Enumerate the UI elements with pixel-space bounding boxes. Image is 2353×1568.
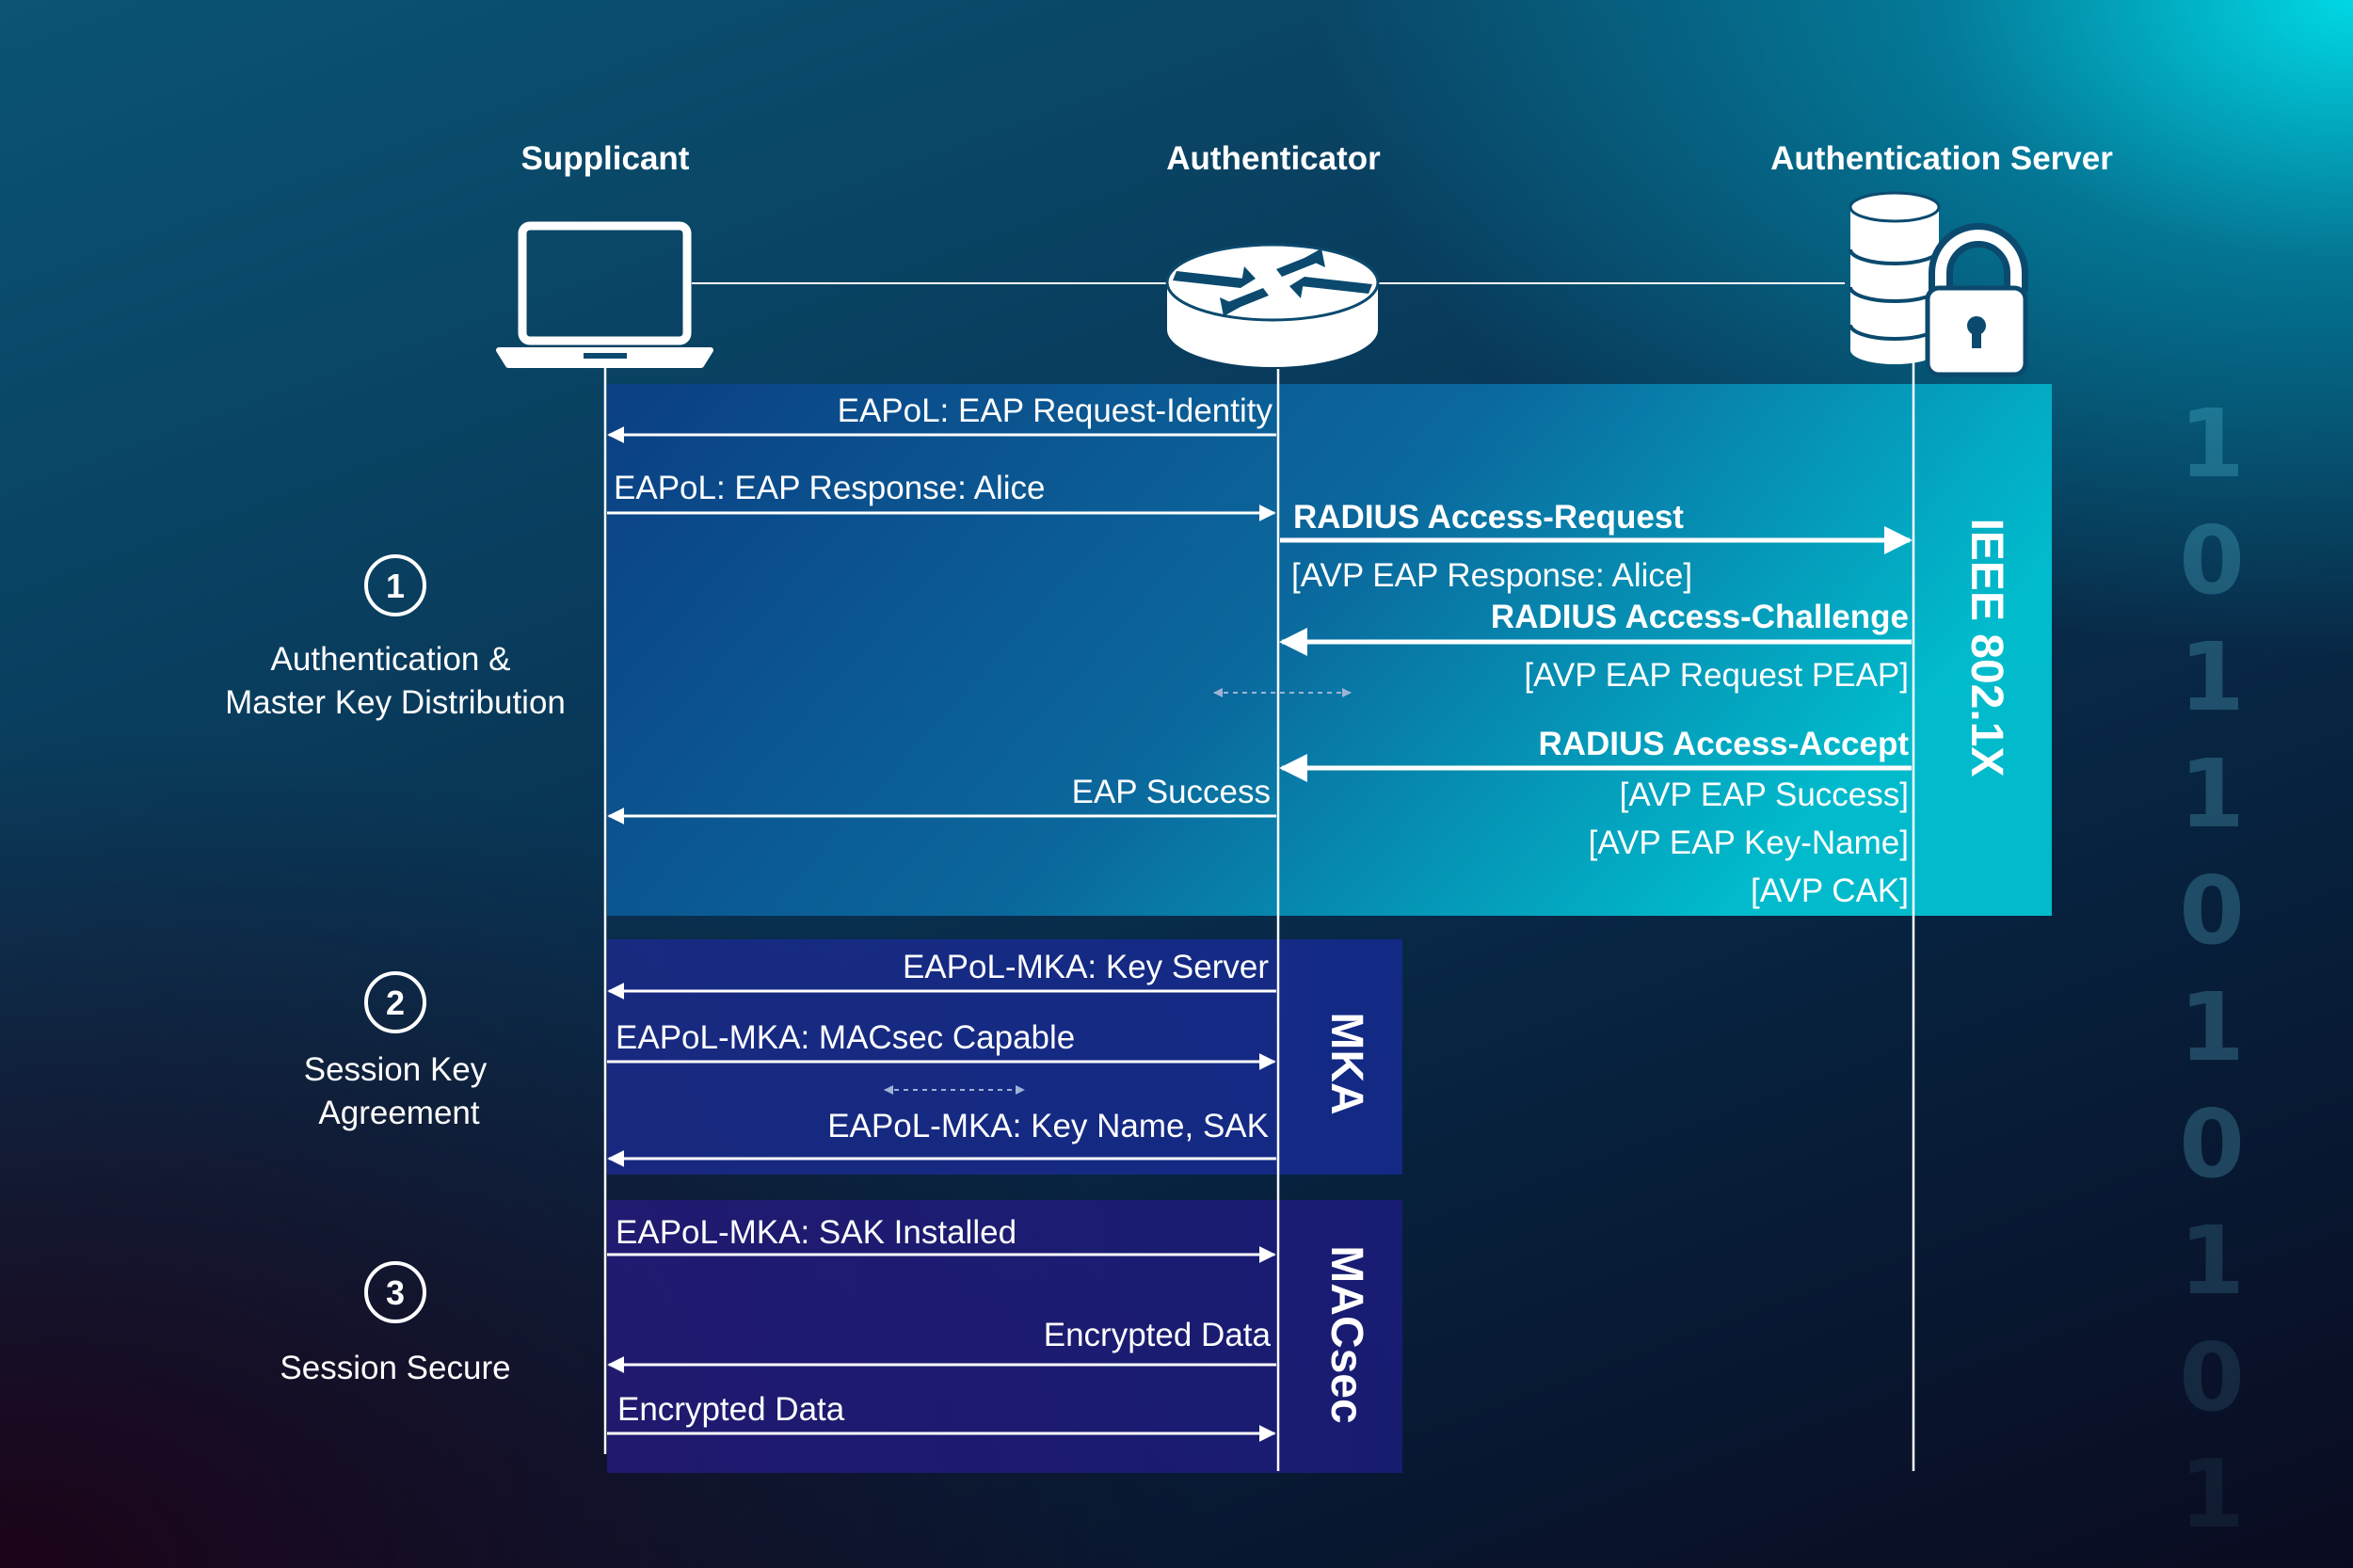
message-label: [AVP EAP Request PEAP] [1524,657,1909,694]
watermark-digit: 1 [2179,739,2245,849]
phase-number: 1 [386,567,405,605]
phase-number: 3 [386,1273,405,1312]
message-label: [AVP EAP Key-Name] [1589,824,1909,861]
watermark-digit: 1 [2179,1206,2245,1316]
watermark-digit: 1 [2179,1439,2245,1549]
phase-1: 1 Authentication & Master Key Distributi… [225,554,566,721]
message-label: EAP Success [1072,774,1271,810]
router-icon [1165,243,1380,367]
watermark-digit: 1 [2179,622,2245,732]
phase-3: 3 Session Secure [280,1261,511,1386]
message-label: RADIUS Access-Challenge [1491,599,1909,635]
message-label: EAPoL-MKA: MACsec Capable [616,1019,1075,1056]
message-label: EAPoL-MKA: Key Server [903,949,1269,985]
authenticator-label: Authenticator [1166,140,1381,177]
supplicant-label: Supplicant [521,140,690,177]
message-label: RADIUS Access-Accept [1538,726,1909,762]
phase-number: 2 [386,984,405,1022]
message-label: [AVP EAP Success] [1620,776,1909,813]
message-label: [AVP CAK] [1751,872,1909,909]
phase-title-line2: Master Key Distribution [225,684,566,721]
message-label: EAPoL-MKA: Key Name, SAK [827,1108,1269,1144]
phase-title-line1: Session Key [304,1051,488,1088]
message-label: RADIUS Access-Request [1293,499,1684,536]
ieee-802-1x-label: IEEE 802.1X [1961,519,2011,777]
ieee-band [607,384,2052,916]
macsec-label: MACsec [1321,1245,1371,1423]
message-label: Encrypted Data [617,1391,845,1428]
phase-2: 2 Session Key Agreement [304,971,488,1131]
watermark-digit: 1 [2179,972,2245,1082]
message-label: [AVP EAP Response: Alice] [1291,557,1692,594]
phase-title-line1: Authentication & [271,641,511,678]
watermark-digit: 0 [2179,505,2245,616]
message-label: Encrypted Data [1044,1317,1272,1353]
watermark-digit: 0 [2179,856,2245,966]
watermark-digit: 0 [2179,1322,2245,1432]
message-label: EAPoL: EAP Request-Identity [838,392,1273,429]
watermark-digit: 0 [2179,1089,2245,1199]
message-label: EAPoL-MKA: SAK Installed [616,1214,1016,1251]
watermark-digit: 1 [2179,389,2245,499]
mka-label: MKA [1321,1012,1371,1114]
database-lock-icon [1849,191,2028,377]
phase-title-line1: Session Secure [280,1350,510,1386]
message-label: EAPoL: EAP Response: Alice [614,470,1046,506]
server-label: Authentication Server [1770,140,2113,177]
phase-title-line2: Agreement [318,1095,479,1131]
laptop-icon [496,221,713,368]
